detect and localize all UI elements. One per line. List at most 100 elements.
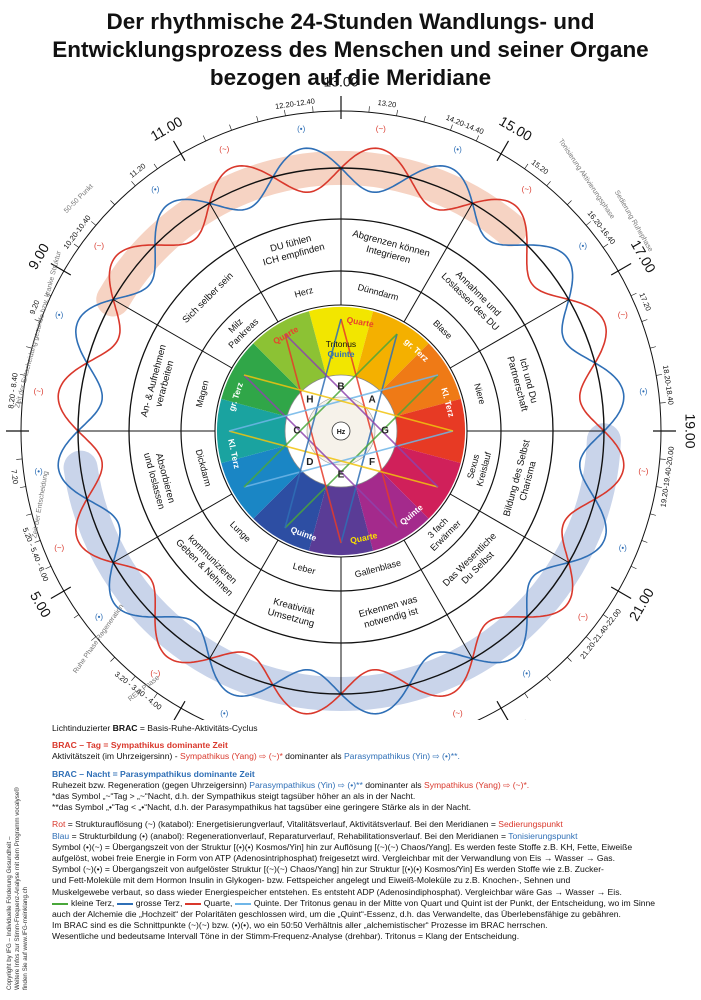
organ-label: Dickdarm xyxy=(194,448,213,487)
minor-tick xyxy=(110,657,115,662)
minor-tick xyxy=(602,614,609,619)
time-label: 12.20-12.40 xyxy=(275,96,316,110)
minor-tick xyxy=(641,540,648,543)
organ-label-text: Blase xyxy=(431,318,454,341)
time-label: 14.20-14.40 xyxy=(445,113,486,136)
color-sector xyxy=(217,398,287,464)
segment-divider xyxy=(112,299,233,369)
interval-line xyxy=(243,430,454,488)
organ-label-text: Magen xyxy=(194,379,211,408)
note-letter: B xyxy=(337,382,344,393)
note-letter: D xyxy=(306,457,313,468)
meridian-wheel-diagram: (~)(•)(~)(•)(~)(•)(~)(•)(~)(•)(~)(•)(~)(… xyxy=(6,74,698,720)
minor-tick xyxy=(73,614,80,619)
outer-note: Tonisierung Aktivierungsphase xyxy=(557,138,616,220)
title-line-3: bezogen auf die Meridiane xyxy=(209,65,492,90)
phase-symbol: (•) xyxy=(55,310,63,319)
minor-tick xyxy=(26,513,32,516)
minor-tick xyxy=(45,565,52,570)
time-label: 10.20-10.40 xyxy=(61,213,92,250)
phase-symbol: (~) xyxy=(376,125,386,134)
phase-symbol: (•) xyxy=(95,613,103,622)
hour-label: 21.00 xyxy=(626,585,657,624)
organ-label-text: Dickdarm xyxy=(194,448,213,487)
minor-tick xyxy=(546,675,551,681)
phase-symbol: (•) xyxy=(151,185,159,194)
hour-label: 23.00 xyxy=(495,715,534,720)
note-letter: A xyxy=(368,395,375,406)
interval-line xyxy=(228,430,439,488)
tail-line-3: Wesentliche und bedeutsame Intervall Tön… xyxy=(52,931,520,942)
note-letter: H xyxy=(306,395,313,406)
minor-tick xyxy=(110,200,115,205)
minor-tick xyxy=(202,135,207,142)
minor-tick xyxy=(656,486,663,488)
segment-label: Sich selber sein xyxy=(180,270,235,325)
minor-tick xyxy=(34,319,41,322)
minor-tick xyxy=(630,565,637,570)
organ-label: Gallenblase xyxy=(354,558,402,580)
hz-label: Hz xyxy=(337,429,346,436)
time-label: 13.20 xyxy=(377,98,397,110)
segment-divider xyxy=(449,493,570,563)
minor-tick xyxy=(312,106,314,113)
phase-symbol: (~) xyxy=(94,241,104,250)
page-title: Der rhythmische 24-Stunden Wandlungs- un… xyxy=(0,8,701,92)
organ-label-text: Lunge xyxy=(228,519,253,544)
time-label: 17.20 xyxy=(637,291,653,312)
minor-tick xyxy=(650,513,656,516)
legend-block: Lichtinduzierter BRAC = Basis-Ruhe-Aktiv… xyxy=(52,723,692,943)
organ-label-text: Dünndarm xyxy=(357,282,400,303)
minor-tick xyxy=(524,163,529,170)
minor-tick xyxy=(91,636,97,641)
tail-line-2: Im BRAC sind es die Schnittpunkte (~)(~)… xyxy=(52,920,548,931)
minor-tick xyxy=(450,124,453,131)
symbol-line-4: und Fett-Moleküle mit dem Hormon Insulin… xyxy=(52,875,571,886)
minor-tick xyxy=(659,458,666,460)
segment-divider xyxy=(449,299,570,369)
interval-line xyxy=(243,333,398,488)
organ-label: Blase xyxy=(431,318,454,341)
segment-divider xyxy=(112,493,233,563)
phase-symbol: (~) xyxy=(522,185,532,194)
star-note-1: *das Symbol „~“Tag > „~“Nacht, d.h. der … xyxy=(52,791,416,802)
organ-label: Lunge xyxy=(228,519,253,544)
brac-title: Lichtinduzierter BRAC = Basis-Ruhe-Aktiv… xyxy=(52,723,258,733)
minor-tick xyxy=(368,106,370,113)
minor-tick xyxy=(546,181,551,187)
note-letter: G xyxy=(381,426,389,437)
minor-tick xyxy=(567,657,572,662)
organ-label: Niere xyxy=(472,382,487,405)
time-label: 11.20 xyxy=(128,161,148,179)
rot-line: Rot = Strukturauflösung (~) (katabol): E… xyxy=(52,819,563,830)
phase-symbol: (•) xyxy=(35,467,43,476)
title-line-1: Der rhythmische 24-Stunden Wandlungs- un… xyxy=(106,9,595,34)
minor-tick xyxy=(73,243,80,248)
note-letter: E xyxy=(338,470,345,481)
segment-divider xyxy=(403,202,473,323)
time-label: 19.20-19.40-20.00 xyxy=(659,446,676,508)
night-line: Ruhezeit bzw. Regeneration (gegen Uhrzei… xyxy=(52,779,530,790)
interval-line xyxy=(340,333,398,544)
minor-tick xyxy=(284,109,286,116)
interval-line xyxy=(284,374,439,529)
symbol-line-3: Symbol (~)(•) = Übergangszeit von aufgel… xyxy=(52,864,604,875)
phase-symbol: (~) xyxy=(578,613,588,622)
interval-key: kleine Terz, grosse Terz, Quarte, Quinte… xyxy=(52,898,692,909)
phase-symbol: (~) xyxy=(618,310,628,319)
organ-label-text: Gallenblase xyxy=(354,558,402,580)
hour-label: 15.00 xyxy=(496,113,535,144)
time-label: 18.20-18.40 xyxy=(661,365,675,406)
minor-tick xyxy=(475,135,480,142)
minor-tick xyxy=(567,200,572,205)
minor-tick xyxy=(229,124,232,131)
color-sector xyxy=(308,485,374,555)
phase-symbol: (•) xyxy=(639,387,647,396)
